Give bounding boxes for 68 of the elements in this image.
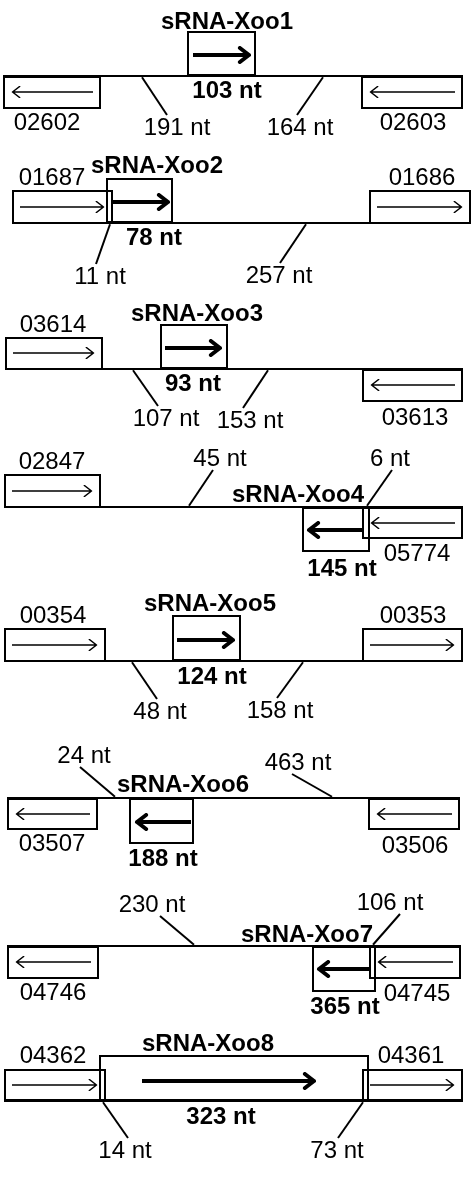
srna-name: sRNA-Xoo6: [117, 772, 249, 796]
srna-name: sRNA-Xoo8: [142, 1031, 274, 1055]
distance-label: 6 nt: [370, 446, 410, 470]
sequence-line: [4, 1099, 463, 1103]
distance-label: 107 nt: [132, 406, 200, 430]
distance-label: 158 nt: [246, 698, 314, 722]
gene-id-label: 04361: [377, 1043, 445, 1067]
gene-id-label: 00354: [19, 603, 87, 627]
leader-line: [159, 915, 195, 946]
srna-length-label: 323 nt: [186, 1104, 256, 1128]
distance-label: 257 nt: [245, 263, 313, 287]
distance-label: 106 nt: [356, 890, 424, 914]
gene-id-label: 01687: [18, 165, 86, 189]
srna-name: sRNA-Xoo1: [161, 9, 293, 33]
leader-line: [337, 1101, 364, 1139]
gene-id-label: 02847: [18, 449, 86, 473]
gene-id-label: 03614: [19, 312, 87, 336]
srna-name: sRNA-Xoo2: [91, 153, 223, 177]
distance-label: 463 nt: [264, 750, 332, 774]
leader-line: [372, 913, 401, 946]
sequence-line: [7, 796, 460, 800]
gene-id-label: 04362: [19, 1043, 87, 1067]
srna-name: sRNA-Xoo7: [241, 922, 373, 946]
distance-label: 14 nt: [98, 1138, 152, 1162]
srna-length-label: 145 nt: [307, 556, 377, 580]
distance-label: 24 nt: [57, 743, 111, 767]
distance-label: 230 nt: [118, 892, 186, 916]
srna-length-label: 93 nt: [165, 371, 221, 395]
leader-line: [296, 76, 324, 116]
distance-label: 191 nt: [143, 115, 211, 139]
gene-id-label: 05774: [383, 541, 451, 565]
leader-line: [79, 766, 116, 798]
srna-length-label: 103 nt: [192, 78, 262, 102]
leader-line: [366, 469, 393, 507]
srna-length-label: 124 nt: [177, 664, 247, 688]
leader-line: [242, 369, 269, 409]
srna-name: sRNA-Xoo4: [232, 482, 364, 506]
distance-label: 45 nt: [193, 446, 247, 470]
distance-label: 11 nt: [74, 264, 126, 288]
leader-line: [95, 223, 111, 265]
leader-line: [102, 1101, 129, 1139]
gene-id-label: 03506: [381, 833, 449, 857]
distance-label: 48 nt: [133, 699, 187, 723]
gene-id-label: 00353: [379, 603, 447, 627]
leader-line: [141, 76, 168, 116]
gene-id-label: 02603: [379, 110, 447, 134]
srna-name: sRNA-Xoo3: [131, 301, 263, 325]
sequence-line: [7, 944, 461, 948]
gene-id-label: 04745: [383, 981, 451, 1005]
leader-line: [279, 223, 307, 264]
sequence-line: [3, 74, 463, 78]
gene-id-label: 03613: [381, 405, 449, 429]
srna-length-label: 188 nt: [128, 846, 198, 870]
leader-line: [131, 661, 158, 700]
srna-length-label: 78 nt: [126, 225, 182, 249]
gene-id-label: 01686: [388, 165, 456, 189]
srna-name: sRNA-Xoo5: [144, 591, 276, 615]
leader-line: [132, 369, 159, 407]
gene-id-label: 02602: [13, 110, 81, 134]
distance-label: 153 nt: [216, 408, 284, 432]
leader-line: [276, 661, 304, 699]
distance-label: 73 nt: [310, 1138, 364, 1162]
leader-line: [188, 469, 214, 507]
gene-id-label: 03507: [18, 831, 86, 855]
distance-label: 164 nt: [266, 115, 334, 139]
leader-line: [291, 773, 333, 798]
gene-id-label: 04746: [19, 980, 87, 1004]
srna-length-label: 365 nt: [310, 994, 380, 1018]
